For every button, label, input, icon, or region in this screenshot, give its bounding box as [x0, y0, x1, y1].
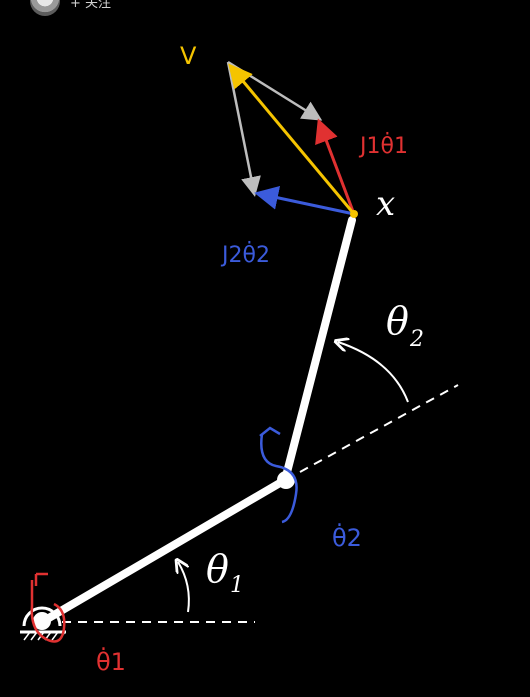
j2-theta2-dot-vector — [254, 186, 355, 216]
top-chip: + 关注 — [30, 0, 111, 16]
theta1-dot-arrow — [30, 580, 66, 643]
link-2 — [281, 216, 356, 484]
j1-theta1-dot-vector — [315, 118, 356, 215]
theta2-arc — [338, 342, 409, 403]
velocity-vector — [228, 63, 356, 215]
joint-1[interactable] — [33, 612, 51, 630]
theta1-dot-arrow-head — [34, 572, 48, 586]
svg-text:θ: θ — [206, 547, 229, 591]
theta1-arc — [178, 562, 190, 613]
end-effector-label: x — [376, 184, 395, 224]
theta2-dot-label: θ̇2 — [332, 523, 362, 552]
link-1 — [38, 476, 289, 626]
svg-text:1: 1 — [230, 573, 244, 598]
avatar[interactable] — [30, 0, 60, 16]
helper-line-top — [227, 60, 323, 121]
follow-text[interactable]: + 关注 — [70, 0, 112, 11]
j2-term-label: J2θ̇2 — [220, 241, 270, 268]
svg-text:θ: θ — [386, 299, 409, 343]
theta2-dot-arrow — [260, 433, 298, 524]
theta1-label: θ 1 — [206, 547, 244, 598]
theta1-dot-label: θ̇1 — [96, 647, 126, 676]
j1-term-label: J1θ̇1 — [358, 132, 408, 159]
svg-text:2: 2 — [409, 327, 424, 352]
theta2-dot-arrow-head — [259, 426, 281, 437]
link1-extension-line — [299, 384, 459, 473]
joint-2[interactable] — [277, 471, 295, 489]
theta2-label: θ 2 — [386, 299, 424, 352]
end-effector-point — [350, 210, 358, 218]
helper-line-left — [226, 61, 261, 197]
velocity-label: V — [180, 42, 197, 70]
